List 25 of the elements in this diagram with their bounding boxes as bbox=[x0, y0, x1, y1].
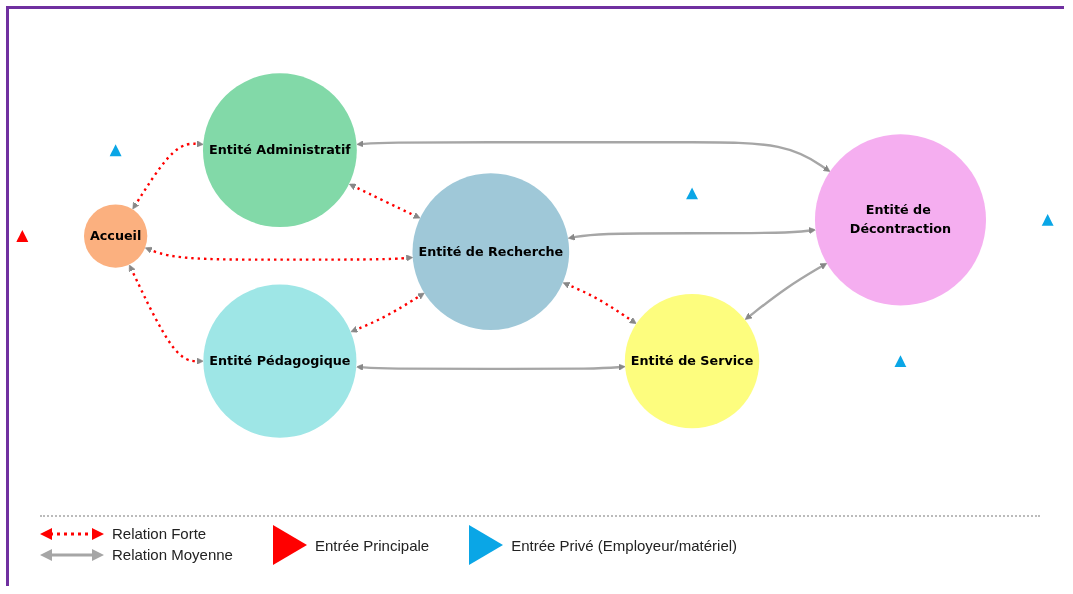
node-circle: Entité de Recherche bbox=[412, 173, 570, 331]
arrow bbox=[562, 281, 637, 324]
arrow bbox=[350, 292, 425, 333]
node-triangle bbox=[109, 144, 122, 157]
node-triangle bbox=[686, 187, 699, 200]
node-circle: Accueil bbox=[84, 204, 148, 268]
arrow bbox=[132, 140, 204, 210]
arrow bbox=[568, 227, 816, 241]
node-circle: Entité de Décontraction bbox=[814, 134, 986, 306]
arrow bbox=[744, 263, 828, 320]
legend-text: Entrée Principale bbox=[314, 536, 430, 554]
arrow bbox=[349, 183, 421, 219]
node-circle: Entité Administratif bbox=[203, 73, 357, 228]
legend-text: Entrée Privé (Employeur/matériel) bbox=[511, 536, 738, 554]
node-triangle bbox=[1041, 213, 1054, 226]
node-triangle bbox=[16, 230, 29, 242]
node-triangle bbox=[894, 355, 907, 368]
legend-text: Relation Forte bbox=[112, 525, 207, 542]
arrow bbox=[128, 264, 204, 365]
arrow bbox=[145, 246, 414, 262]
node-circle: Entité Pédagogique bbox=[203, 284, 357, 438]
legend-text: Relation Moyenne bbox=[112, 546, 233, 563]
node-circle: Entité de Service bbox=[624, 293, 760, 429]
arrow bbox=[356, 140, 831, 172]
arrow bbox=[356, 363, 626, 371]
